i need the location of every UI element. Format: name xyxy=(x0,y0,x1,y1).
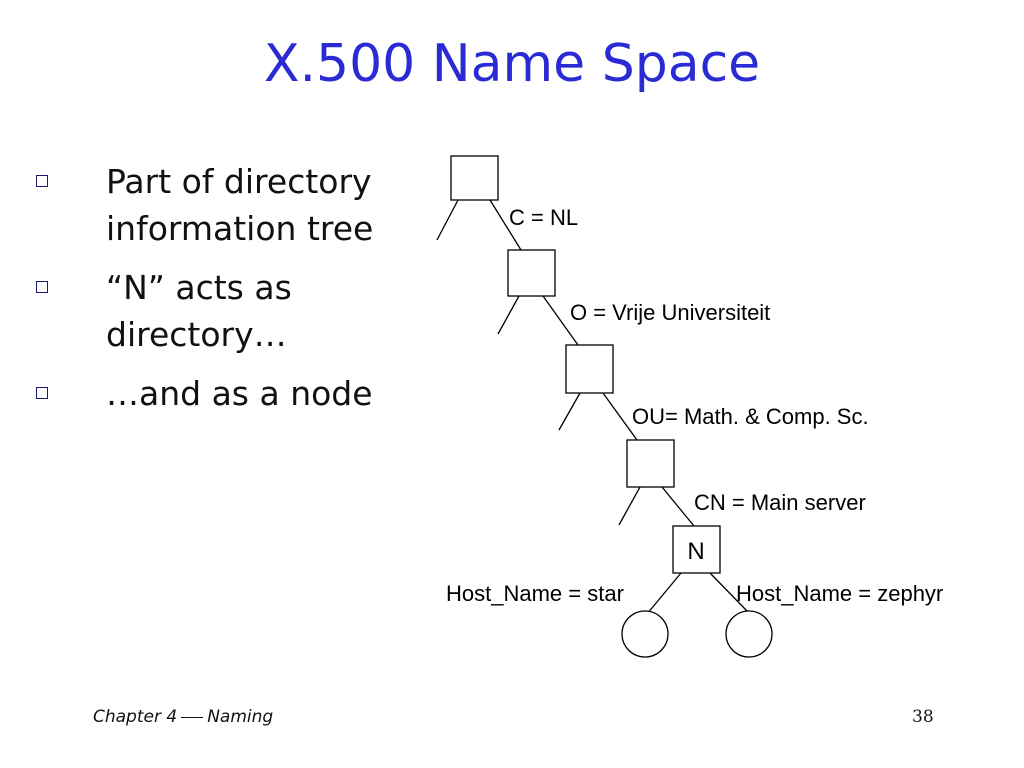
bullet-item: Part of directory information tree xyxy=(36,158,406,252)
tree-edge-root-c xyxy=(489,199,522,251)
slide-title: X.500 Name Space xyxy=(263,34,761,94)
tree-node-n-label: N xyxy=(687,538,704,565)
footer-topic-text: Naming xyxy=(207,707,274,727)
tree-edge-ou-cn xyxy=(661,486,695,527)
tree-edge-o-ou xyxy=(602,392,638,441)
tree-edge-root-left xyxy=(436,199,459,241)
tree-edge-o-left xyxy=(558,392,581,431)
edge-label-c: C = NL xyxy=(509,205,578,230)
edge-label-host-zephyr: Host_Name = zephyr xyxy=(736,581,943,606)
edge-label-ou: OU= Math. & Comp. Sc. xyxy=(632,404,869,429)
footer-chapter: Chapter 4 Naming xyxy=(93,707,273,727)
bullet-text: “N” acts as directory… xyxy=(106,268,292,354)
checkbox-bullet-icon xyxy=(36,281,49,294)
tree-edge-c-left xyxy=(497,295,520,335)
bullet-text: Part of directory information tree xyxy=(106,162,374,248)
tree-node-n xyxy=(672,525,721,574)
footer-dash xyxy=(181,716,204,718)
bullet-item: …and as a node xyxy=(36,370,406,417)
tree-node-c xyxy=(507,249,556,297)
bullet-item: “N” acts as directory… xyxy=(36,264,406,358)
tree-node-ou xyxy=(626,439,675,488)
edge-label-host-star: Host_Name = star xyxy=(446,581,624,606)
tree-edge-ou-left xyxy=(618,486,641,526)
tree-edge-c-o xyxy=(542,295,579,346)
edge-label-o: O = Vrije Universiteit xyxy=(570,300,770,325)
tree-edge-n-zephyr xyxy=(709,572,749,613)
tree-node-root xyxy=(450,155,499,201)
bullet-text: …and as a node xyxy=(106,374,373,413)
edge-label-cn: CN = Main server xyxy=(694,490,866,515)
checkbox-bullet-icon xyxy=(36,387,49,400)
footer-chapter-text: Chapter 4 xyxy=(93,707,178,727)
tree-node-o xyxy=(565,344,614,394)
bullet-list: Part of directory information tree “N” a… xyxy=(36,158,406,429)
page-number: 38 xyxy=(912,707,934,727)
tree-leaf-star xyxy=(621,610,669,658)
checkbox-bullet-icon xyxy=(36,175,49,188)
tree-leaf-zephyr xyxy=(725,610,773,658)
tree-edge-n-star xyxy=(646,572,682,615)
